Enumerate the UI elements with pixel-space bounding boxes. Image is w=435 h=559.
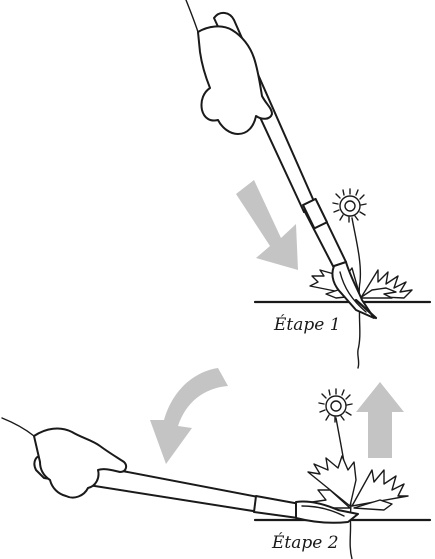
arrow-up-icon: [356, 382, 404, 458]
step-2-hand-sleeve-line: [2, 418, 34, 436]
step-1-panel: [186, 0, 430, 368]
curved-arrow-down-left-icon: [150, 368, 228, 464]
step-2-panel: [2, 368, 430, 559]
step-2-dandelion-leaves: [308, 456, 408, 510]
step-2-label: Étape 2: [272, 533, 339, 553]
step-2-taproot: [350, 516, 352, 559]
step-1-hand-sleeve-line: [186, 0, 198, 32]
step-2-dandelion-flower: [319, 389, 352, 422]
step-1-dandelion-flower: [333, 189, 366, 222]
step-1-label: Étape 1: [274, 315, 341, 335]
arrow-down-right-icon: [236, 180, 298, 270]
